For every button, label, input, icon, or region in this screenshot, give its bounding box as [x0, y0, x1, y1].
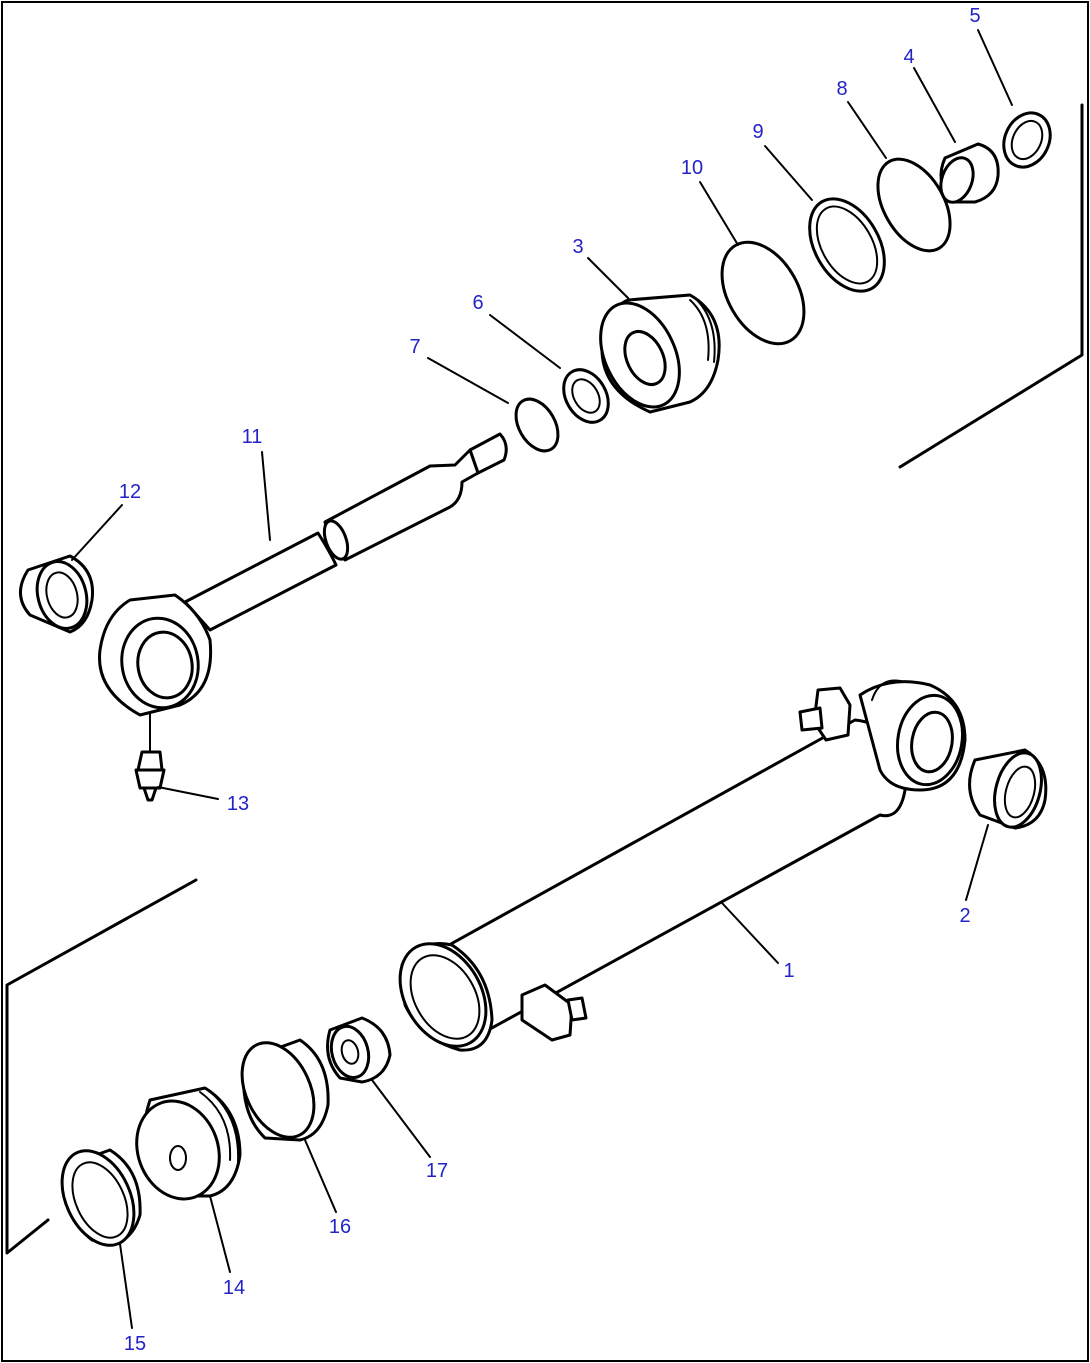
part-2-bushing — [968, 748, 1048, 830]
part-9-backup-ring — [808, 197, 886, 293]
part-8-o-ring — [876, 157, 952, 253]
section-lines — [5, 103, 1084, 1255]
part-5-dust-seal — [1002, 111, 1052, 169]
callout-2: 2 — [959, 905, 970, 927]
part-6-buffer-ring — [562, 368, 610, 424]
callout-13: 13 — [227, 793, 249, 815]
leader-lines — [71, 29, 1013, 1329]
part-16-wear-ring — [240, 1038, 330, 1142]
part-14-piston — [135, 1086, 242, 1201]
callout-8: 8 — [836, 78, 847, 100]
part-1-cylinder-tube — [398, 679, 967, 1052]
part-17-nut — [326, 1016, 392, 1084]
callout-10: 10 — [681, 157, 703, 179]
callout-9: 9 — [752, 121, 763, 143]
callout-5: 5 — [969, 5, 980, 27]
callout-17: 17 — [426, 1160, 448, 1182]
callout-4: 4 — [903, 46, 914, 68]
part-10-o-ring — [720, 240, 806, 346]
callout-6: 6 — [472, 292, 483, 314]
callout-12: 12 — [119, 481, 141, 503]
part-15-ring — [60, 1148, 142, 1247]
callout-11: 11 — [242, 426, 263, 448]
part-11-piston-rod — [98, 432, 508, 717]
callout-3: 3 — [572, 236, 583, 258]
callout-15: 15 — [124, 1333, 146, 1355]
callout-labels: 5 4 8 9 10 3 6 7 11 12 13 1 2 17 16 14 1… — [119, 5, 981, 1355]
part-7-snap-ring — [514, 397, 560, 453]
callout-16: 16 — [329, 1216, 351, 1238]
callout-14: 14 — [223, 1277, 245, 1299]
callout-1: 1 — [783, 960, 794, 982]
callout-7: 7 — [409, 336, 420, 358]
part-3-cylinder-head — [599, 293, 721, 414]
part-4-bushing — [939, 142, 1000, 204]
part-12-bushing — [19, 554, 95, 634]
